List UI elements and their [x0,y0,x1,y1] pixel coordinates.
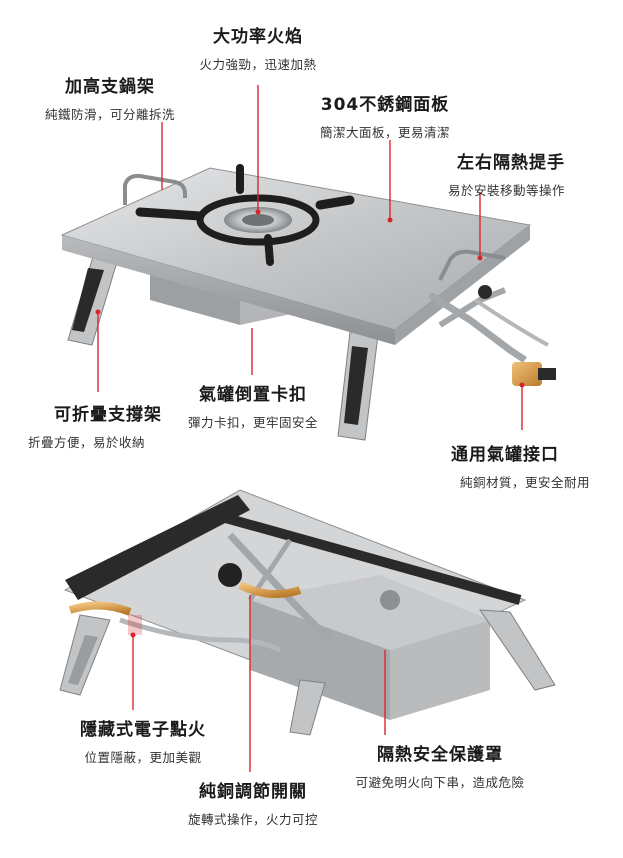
callout-desc: 火力強勁，迅速加熱 [199,57,317,72]
regulator-knob [218,563,242,587]
callout-ignition: 隱藏式電子點火 位置隱蔽，更加美觀 [68,715,218,766]
callout-desc: 可避免明火向下串，造成危險 [355,775,525,790]
callout-panel: 304不銹鋼面板 簡潔大面板，更易清潔 [300,90,470,141]
callout-desc: 位置隱蔽，更加美觀 [84,750,202,765]
callout-desc: 純銅材質，更安全耐用 [459,475,590,490]
callout-title: 隔熱安全保護罩 [377,745,503,765]
callout-desc: 旋轉式操作，火力可控 [187,812,318,827]
callout-desc: 易於安裝移動等操作 [447,183,565,198]
callout-flame: 大功率火焰 火力強勁，迅速加熱 [188,22,328,73]
heat-shield [250,600,390,720]
callout-title: 加高支鍋架 [65,77,155,97]
callout-title: 304不銹鋼面板 [320,95,450,115]
pointer-dots [95,209,525,638]
callout-handles: 左右隔熱提手 易於安裝移動等操作 [405,148,565,199]
callout-title: 隱藏式電子點火 [80,720,206,740]
callout-fold-stand: 可折疊支撐架 折疊方便，易於收納 [28,400,188,451]
pointer-lines [97,85,523,772]
callout-desc: 簡潔大面板，更易清潔 [319,125,450,140]
gas-connector [512,362,542,386]
callout-shield: 隔熱安全保護罩 可避免明火向下串，造成危險 [335,740,545,791]
callout-pot-stand: 加高支鍋架 純鐵防滑，可分離拆洗 [30,72,190,123]
bottom-stove [59,489,556,736]
top-stove [60,164,556,441]
callout-desc: 折疊方便，易於收納 [28,435,146,450]
callout-desc: 純鐵防滑，可分離拆洗 [44,107,175,122]
callout-title: 純銅調節開關 [199,782,307,802]
callout-canister-clip: 氣罐倒置卡扣 彈力卡扣，更牢固安全 [168,380,338,431]
callout-title: 氣罐倒置卡扣 [199,385,307,405]
callout-title: 左右隔熱提手 [457,153,565,173]
right-folding-leg [337,331,379,441]
callout-title: 大功率火焰 [213,27,303,47]
callout-connector: 通用氣罐接口 純銅材質，更安全耐用 [420,440,590,491]
callout-title: 可折疊支撐架 [54,405,162,425]
callout-valve: 純銅調節開關 旋轉式操作，火力可控 [178,777,328,828]
callout-title: 通用氣罐接口 [451,445,559,465]
callout-desc: 彈力卡扣，更牢固安全 [187,415,318,430]
